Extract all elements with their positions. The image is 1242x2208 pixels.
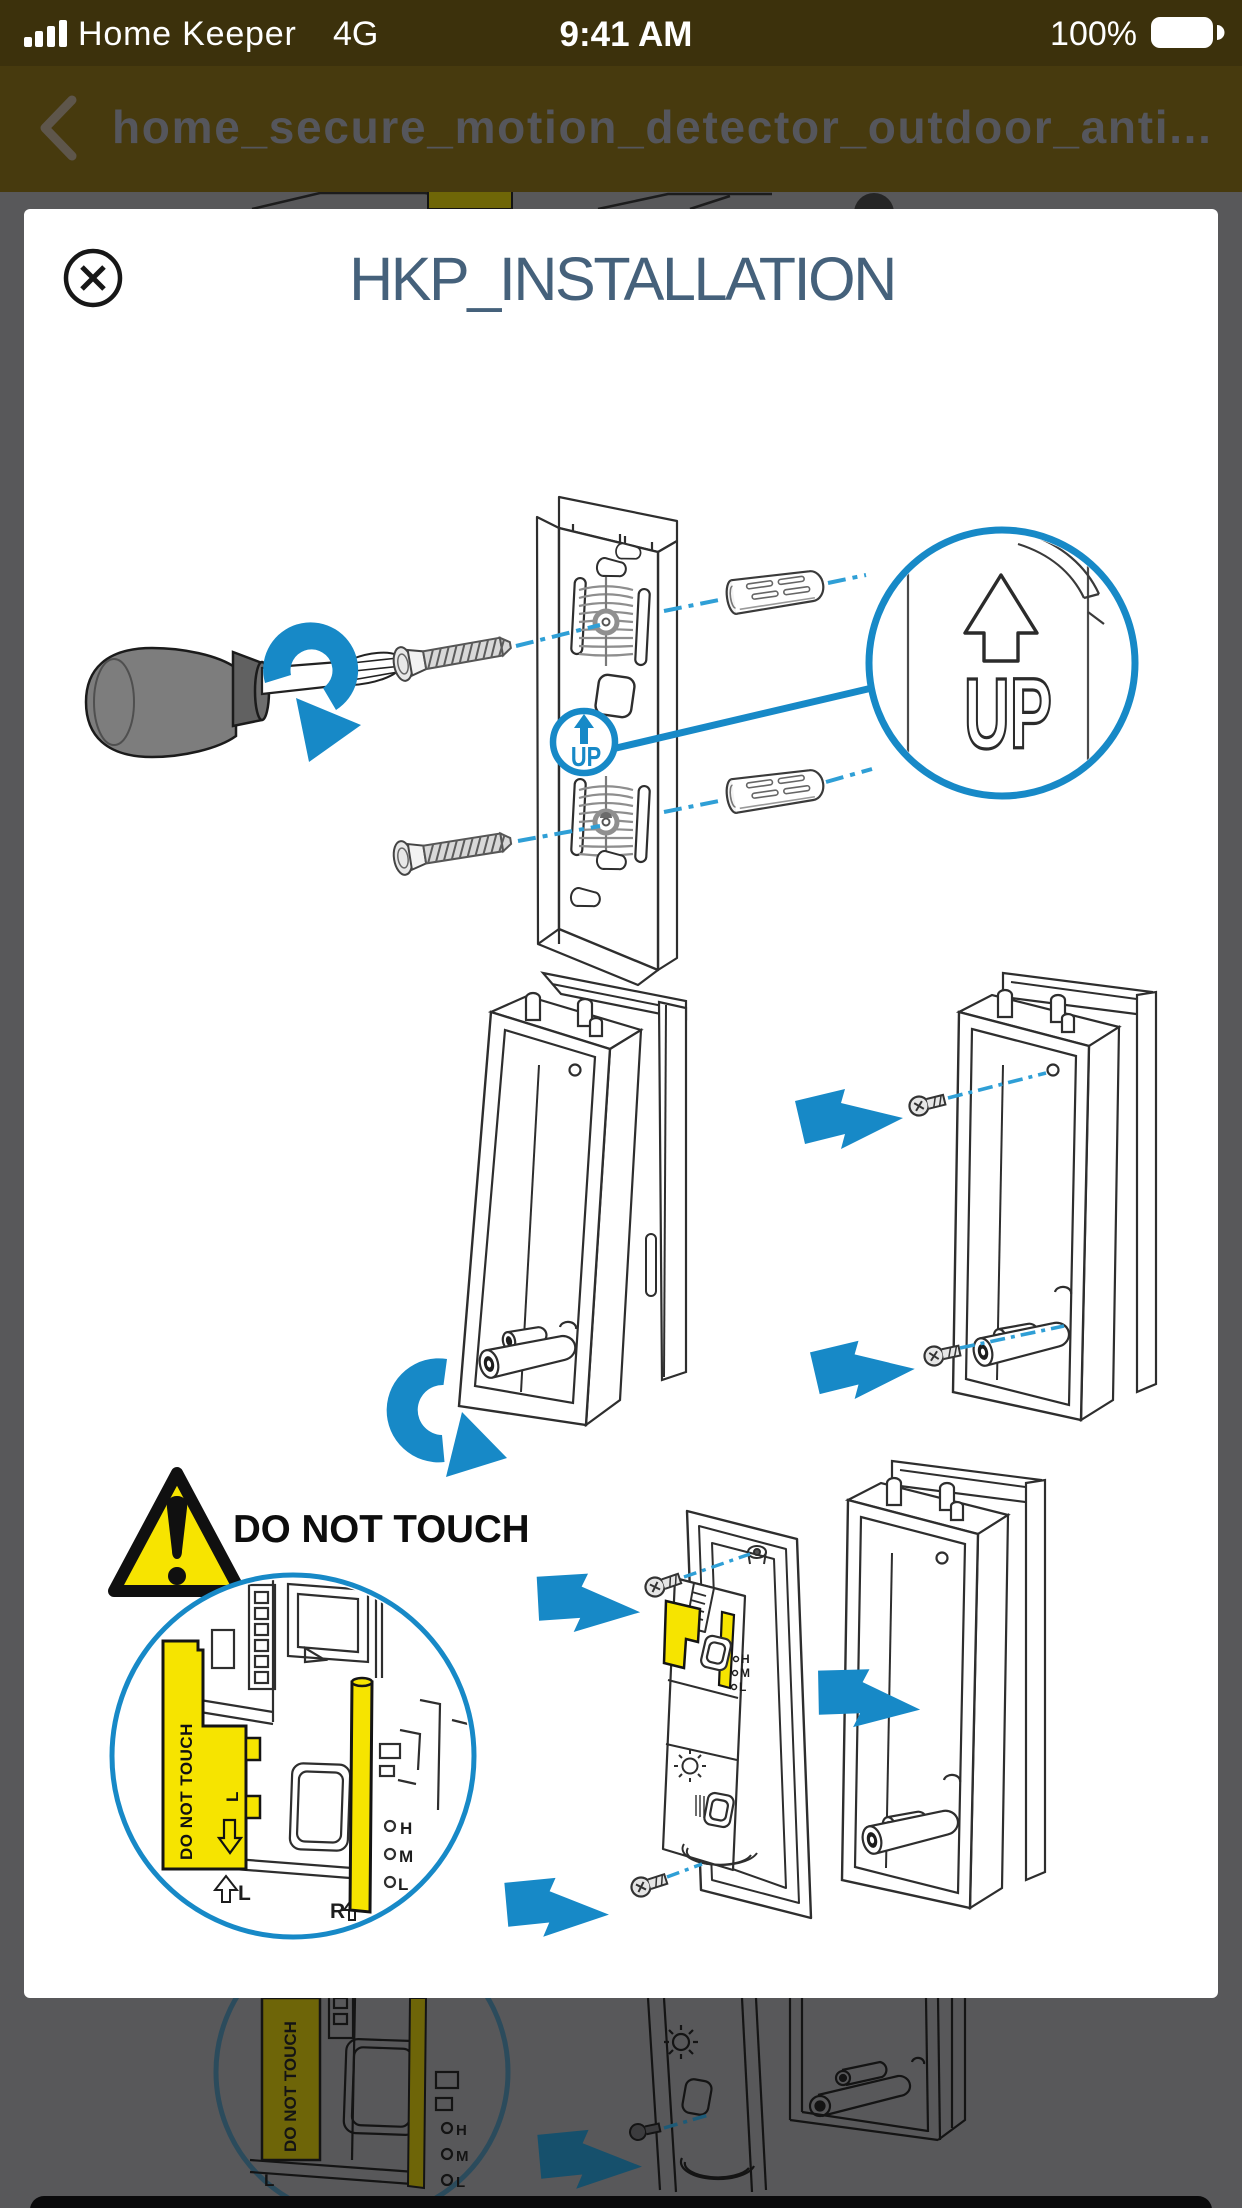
svg-text:100%: 100% [1050, 15, 1137, 53]
svg-text:L: L [264, 2171, 274, 2190]
svg-text:H: H [456, 2122, 467, 2139]
svg-text:L: L [238, 1882, 251, 1905]
svg-text:L: L [223, 1792, 242, 1802]
svg-text:DO NOT TOUCH: DO NOT TOUCH [177, 1723, 196, 1860]
svg-text:HKP_INSTALLATION: HKP_INSTALLATION [349, 245, 895, 313]
svg-text:UP: UP [571, 741, 601, 772]
svg-text:H: H [741, 1652, 750, 1666]
svg-text:L: L [456, 2174, 465, 2191]
svg-text:M: M [399, 1847, 413, 1866]
svg-text:M: M [456, 2148, 469, 2165]
svg-text:9:41 AM: 9:41 AM [560, 15, 693, 54]
svg-text:4G: 4G [333, 15, 378, 53]
svg-text:L: L [398, 1875, 408, 1894]
svg-text:DO NOT TOUCH: DO NOT TOUCH [233, 1508, 530, 1551]
svg-text:Home Keeper: Home Keeper [78, 15, 297, 53]
svg-text:home_secure_motion_detector_ou: home_secure_motion_detector_outdoor_anti… [112, 101, 1213, 153]
svg-text:M: M [740, 1666, 750, 1680]
svg-text:L: L [739, 1680, 746, 1694]
svg-text:R: R [330, 1900, 345, 1923]
svg-text:H: H [400, 1819, 412, 1838]
svg-text:UP: UP [964, 658, 1052, 770]
svg-text:DO NOT TOUCH: DO NOT TOUCH [281, 2021, 300, 2152]
